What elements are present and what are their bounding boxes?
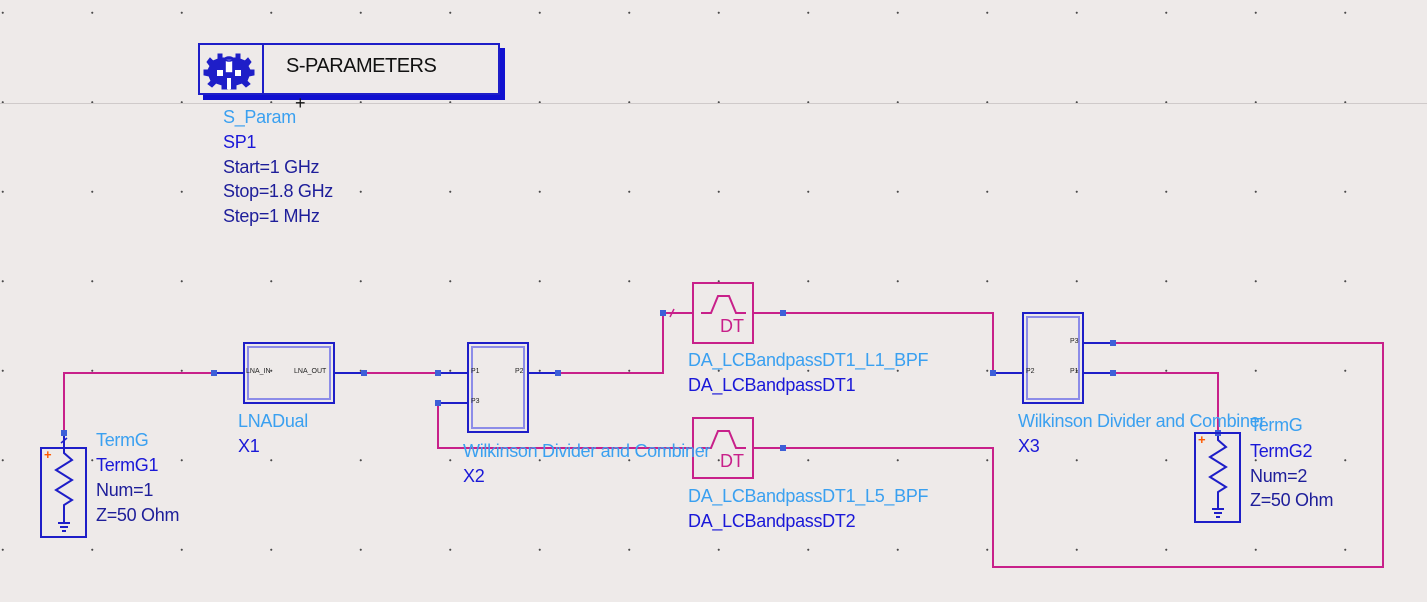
termg2-symbol xyxy=(1194,432,1241,523)
bpf2-dt-label: DT xyxy=(720,451,744,471)
pin-node xyxy=(1110,340,1116,346)
sp-param-step: Step=1 MHz xyxy=(223,206,320,226)
x2-name-label: X2 xyxy=(463,466,485,486)
wire-x2-p3-to-bpf2 xyxy=(437,403,693,449)
wire-termg1-to-lna xyxy=(63,372,214,433)
x3-name-label: X3 xyxy=(1018,436,1040,456)
pin-node xyxy=(211,370,217,376)
pin-node xyxy=(435,400,441,406)
wilkinson-x2-component[interactable] xyxy=(468,343,529,433)
termg2-component[interactable] xyxy=(1195,430,1241,523)
pin-node xyxy=(555,370,561,376)
termg2-num-param: Num=2 xyxy=(1250,466,1308,486)
pin-node xyxy=(435,370,441,376)
pin-node xyxy=(361,370,367,376)
sp-type-label: S_Param xyxy=(223,107,296,127)
wire-bpf2-to-x3-p3 xyxy=(753,342,1384,568)
wire-x2-p2-to-bpf1 xyxy=(558,312,693,374)
termg2-name-label: TermG2 xyxy=(1250,441,1313,461)
pin-node xyxy=(660,310,666,316)
termg1-component[interactable] xyxy=(41,430,87,538)
x3-type-label: Wilkinson Divider and Combiner xyxy=(1018,411,1266,431)
bpf1-component[interactable] xyxy=(693,283,754,344)
guide-line-horizontal xyxy=(0,103,1427,104)
bpf2-type-label: DA_LCBandpassDT1_L5_BPF xyxy=(688,486,929,506)
wilkinson-x3-component[interactable] xyxy=(1023,313,1084,404)
bpf1-dt-label: DT xyxy=(720,316,744,336)
lna-pin-in-label: LNA_IN xyxy=(246,368,271,375)
termg1-symbol xyxy=(40,436,87,538)
x2-pin-p3-label: P3 xyxy=(471,398,480,405)
termg1-type-label: TermG xyxy=(96,430,149,450)
x3-pin-p3-label: P3 xyxy=(1070,338,1079,345)
wilkinson-x3-symbol xyxy=(1022,312,1084,404)
wire-bpf1-to-x3 xyxy=(753,312,994,373)
sp-param-start: Start=1 GHz xyxy=(223,157,320,177)
termg1-name-label: TermG1 xyxy=(96,455,159,475)
pin-node xyxy=(780,310,786,316)
lna-name-label: X1 xyxy=(238,436,260,456)
termg2-plus-sign: + xyxy=(1198,432,1206,447)
lna-pin-out-label: LNA_OUT xyxy=(294,368,327,375)
pin-node xyxy=(990,370,996,376)
lna-component[interactable] xyxy=(244,343,335,404)
termg1-plus-sign: + xyxy=(44,447,52,462)
bpf2-symbol xyxy=(692,417,754,479)
cursor-crosshair: + xyxy=(295,93,306,113)
s-parameters-title: S-PARAMETERS xyxy=(286,55,437,77)
x2-pin-p2-label: P2 xyxy=(515,368,524,375)
bpf2-name-label: DA_LCBandpassDT2 xyxy=(688,511,856,531)
wilkinson-x2-symbol xyxy=(467,342,529,433)
termg2-type-label: TermG xyxy=(1250,415,1303,435)
lna-symbol xyxy=(243,342,335,404)
wire-x3-p1-to-termg2 xyxy=(1113,372,1219,433)
lna-type-label: LNADual xyxy=(238,411,308,431)
x2-pin-p1-label: P1 xyxy=(471,368,480,375)
x2-type-label: Wilkinson Divider and Combiner xyxy=(463,441,711,461)
pin-node xyxy=(780,445,786,451)
x3-pin-p2-label: P2 xyxy=(1026,368,1035,375)
termg2-z-param: Z=50 Ohm xyxy=(1250,490,1334,510)
sp-name-label: SP1 xyxy=(223,132,257,152)
gear-cube-icon xyxy=(203,53,255,90)
bpf1-type-label: DA_LCBandpassDT1_L1_BPF xyxy=(688,350,929,370)
termg1-z-param: Z=50 Ohm xyxy=(96,505,180,525)
sp-param-stop: Stop=1.8 GHz xyxy=(223,181,333,201)
pin-node xyxy=(1110,370,1116,376)
bpf1-name-label: DA_LCBandpassDT1 xyxy=(688,375,856,395)
x3-pin-p1-label: P1 xyxy=(1070,368,1079,375)
sp-icon-cell xyxy=(200,45,264,93)
termg1-num-param: Num=1 xyxy=(96,480,154,500)
bpf1-symbol xyxy=(669,282,754,344)
pin-node xyxy=(61,430,67,436)
s-parameters-controller[interactable]: S-PARAMETERS xyxy=(198,43,500,95)
